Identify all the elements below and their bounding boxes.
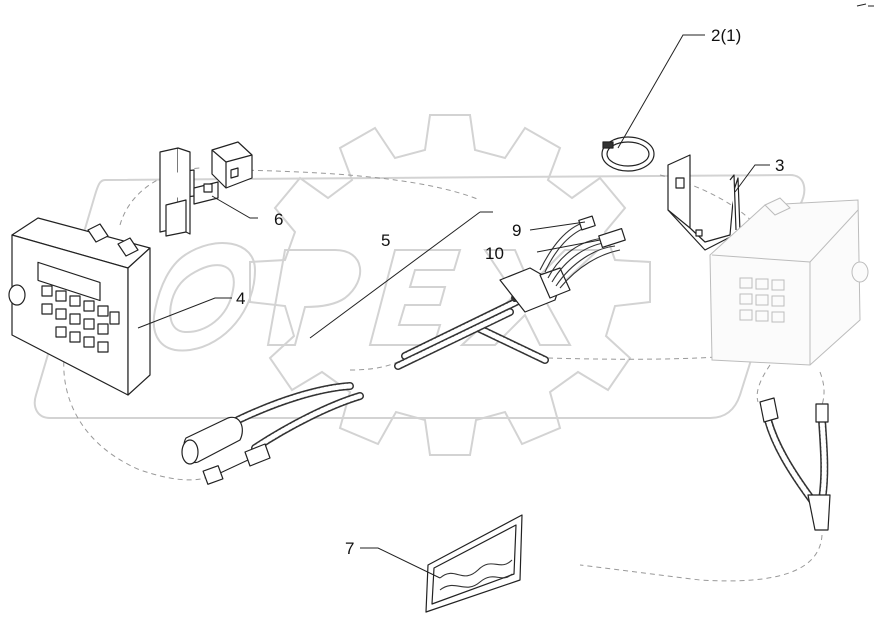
callout-6: 6: [274, 210, 283, 229]
lower-cable-part: [181, 382, 364, 485]
leader-7: [360, 547, 441, 579]
leader-4: [137, 297, 232, 329]
leader-5b: [309, 211, 481, 339]
callout-3: 3: [775, 156, 784, 175]
callout-4: 4: [236, 289, 245, 308]
leader-3: [734, 164, 770, 193]
leader-10: [536, 239, 601, 253]
ghost-control-box-part: [709, 197, 869, 366]
bracket-set-part: [159, 141, 253, 237]
label-plate-part: [425, 514, 523, 613]
callout-9: 9: [512, 221, 521, 240]
callout-2: 2(1): [711, 26, 741, 45]
callout-5: 5: [381, 231, 390, 250]
leader-6: [211, 195, 258, 219]
callout-10: 10: [485, 244, 504, 263]
corner-mark-icon: [856, 3, 874, 7]
mounting-bracket-part: [667, 154, 741, 251]
y-cable-part: [759, 397, 831, 531]
wiring-harness-part: [394, 215, 626, 370]
ring-clamp-part: [601, 136, 655, 172]
leader-lines: [137, 34, 770, 579]
leader-9: [529, 221, 586, 231]
callout-7: 7: [345, 539, 354, 558]
control-box-part: [8, 217, 151, 396]
watermark-gear-icon: [33, 114, 806, 456]
control-box-keypad: [41, 285, 120, 353]
leader-2: [617, 34, 705, 149]
